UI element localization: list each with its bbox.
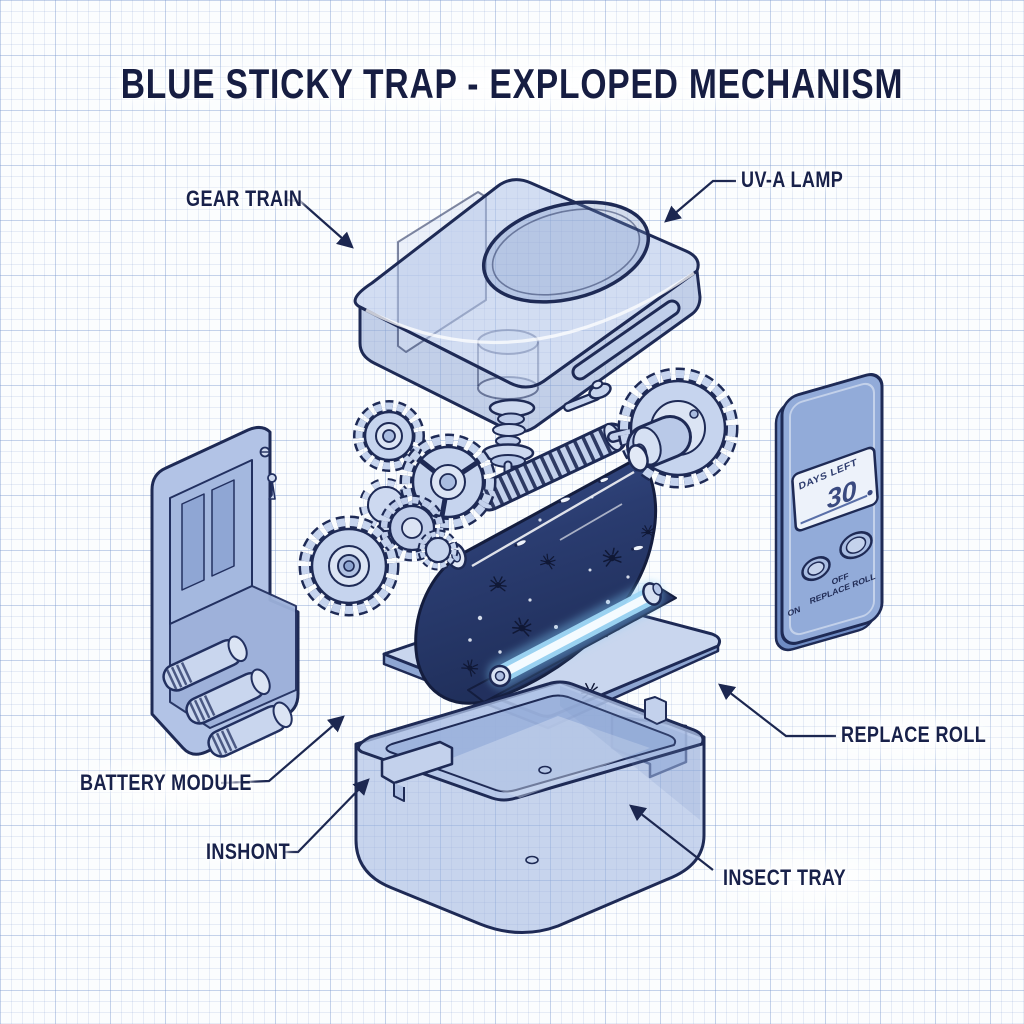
tray-latch: [380, 740, 454, 802]
battery-module: [150, 425, 300, 758]
callout-insect-tray: INSECT TRAY: [723, 865, 847, 890]
lamp-tube: [497, 591, 655, 679]
callout-arrows: [220, 179, 836, 871]
control-panel: DAYS LEFT 30 OFF ON REPLACE ROLL: [774, 373, 884, 652]
battery-slot: [181, 493, 205, 591]
gear-train: [298, 400, 497, 617]
tray-tab: [644, 696, 667, 725]
callout-gear-train: GEAR TRAIN: [186, 186, 303, 211]
leader-inshont: [285, 778, 370, 854]
leader-battery-module: [220, 715, 345, 785]
callout-uv-a-lamp: UV-A LAMP: [741, 167, 844, 192]
pin-screw: [563, 379, 612, 412]
gear-middle: [399, 433, 497, 531]
uv-lamp: [467, 581, 677, 703]
gear-bottom-left: [298, 515, 400, 617]
leader-insect-tray: [629, 804, 714, 871]
callout-replace-roll: REPLACE ROLL: [841, 722, 987, 747]
leader-uv-a-lamp: [664, 179, 736, 223]
insect-tray: [354, 680, 706, 934]
leader-replace-roll: [718, 683, 836, 738]
callout-inshont: INSHONT: [206, 839, 291, 864]
page-title: BLUE STICKY TRAP - EXPLOPED MECHANISM: [120, 60, 904, 107]
gear-tiny: [417, 529, 459, 571]
battery-slot: [211, 479, 235, 577]
lcd-display: DAYS LEFT 30: [791, 446, 879, 532]
gear-top-left: [353, 400, 425, 472]
callout-battery-module: BATTERY MODULE: [80, 770, 252, 795]
battery-cell: [207, 701, 293, 758]
power-button: [801, 556, 831, 582]
battery-cell: [185, 668, 271, 725]
screw: [259, 446, 277, 500]
battery-cell: [162, 635, 248, 692]
replace-roll-button: [839, 531, 873, 560]
leader-gear-train: [285, 198, 354, 249]
sticky-roll-sheet: [414, 456, 657, 705]
top-cover: [353, 178, 702, 434]
